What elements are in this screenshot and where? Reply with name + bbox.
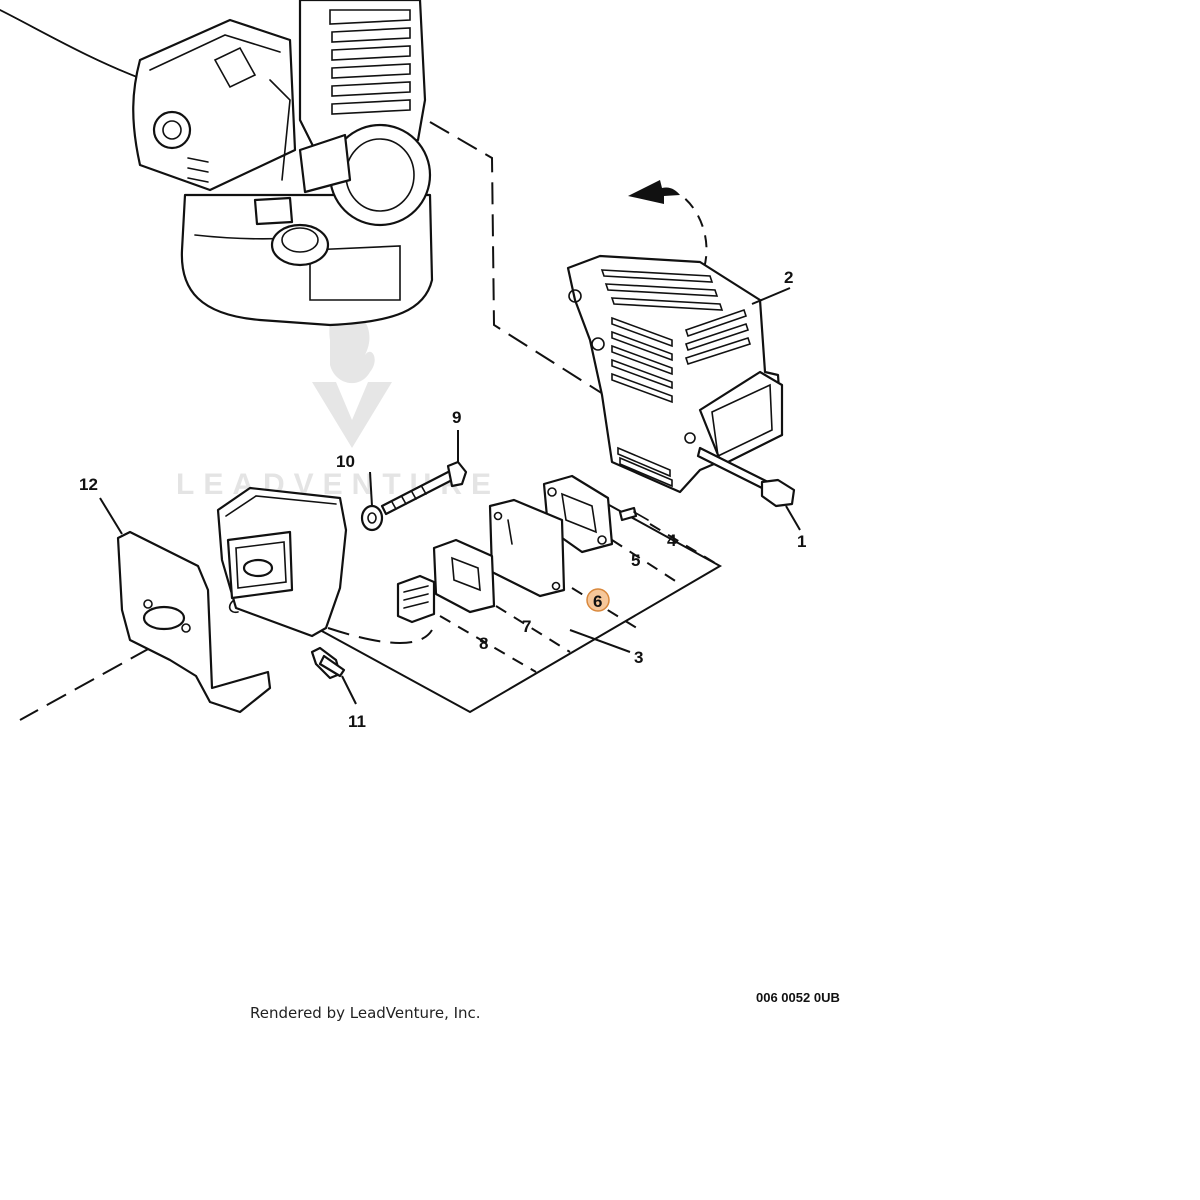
callout-8: 8 (479, 634, 488, 653)
part-1-screw (696, 446, 796, 508)
render-credit: Rendered by LeadVenture, Inc. (250, 1004, 481, 1022)
callout-10: 10 (336, 452, 355, 471)
shroud-vents (600, 269, 752, 488)
callout-9: 9 (452, 408, 461, 427)
callout-11: 11 (348, 712, 366, 731)
drawing-code: 006 0052 0UB (756, 990, 840, 1005)
callout-4: 4 (667, 531, 677, 550)
cylinder-fins (329, 9, 411, 115)
watermark: LEADVENTURE (176, 309, 491, 501)
part-9-long-bolt (380, 460, 468, 516)
engine-assembly (0, 0, 434, 327)
rotation-arrow (628, 180, 680, 204)
part-12-heat-shield (116, 530, 272, 714)
part-8-screen (396, 574, 436, 624)
part-2-cylinder-shroud (566, 254, 784, 494)
muffler (216, 486, 348, 638)
callouts: 1 2 3 4 5 6 7 8 9 10 11 12 (79, 268, 806, 731)
callout-5: 5 (631, 551, 640, 570)
callout-12: 12 (79, 475, 98, 494)
callout-1: 1 (797, 532, 806, 551)
callout-6: 6 (593, 592, 602, 611)
part-7-gasket (432, 538, 496, 614)
part-11-screw (310, 646, 346, 680)
callout-7: 7 (522, 617, 531, 636)
leader-lines (99, 287, 801, 705)
callout-6-highlight (586, 588, 610, 612)
part-4-small-screw (618, 506, 649, 522)
part-10-washer (360, 504, 384, 532)
callout-3: 3 (634, 648, 643, 667)
callout-2: 2 (784, 268, 793, 287)
